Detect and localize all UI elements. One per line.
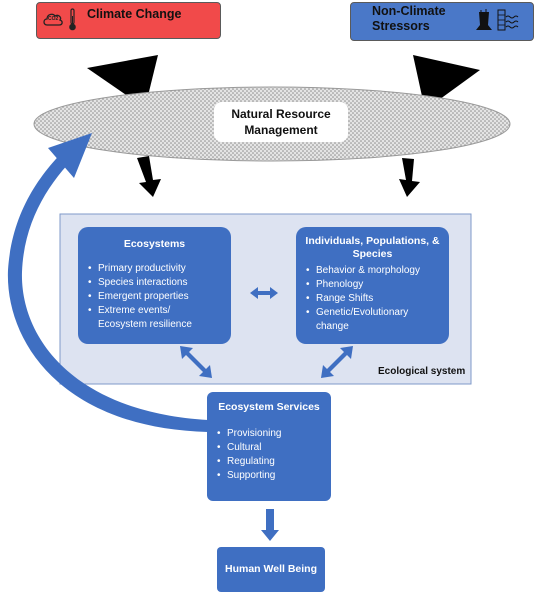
- ecosystem-services-panel: Ecosystem Services Provisioning Cultural…: [207, 392, 331, 501]
- climate-change-label: Climate Change: [87, 7, 182, 21]
- list-item: Range Shifts: [304, 292, 420, 306]
- management-line2: Management: [244, 123, 318, 137]
- ecosystems-list: Primary productivity Species interaction…: [86, 262, 192, 332]
- list-item: Supporting: [215, 469, 281, 483]
- individuals-populations-species-panel: Individuals, Populations, & Species Beha…: [296, 227, 449, 344]
- thermometer-icon: [68, 8, 77, 32]
- ecosystems-title: Ecosystems: [123, 238, 186, 250]
- list-item-continuation: Ecosystem resilience: [86, 318, 192, 332]
- right-down-arrow: [399, 158, 420, 197]
- human-well-being-box: Human Well Being: [217, 547, 325, 592]
- ecosystem-services-title: Ecosystem Services: [218, 401, 320, 413]
- list-item: Cultural: [215, 441, 281, 455]
- individuals-title-line2: Species: [352, 248, 393, 260]
- management-line1: Natural Resource: [231, 107, 331, 121]
- list-item-continuation-text: change: [316, 321, 349, 332]
- ecological-system-label: Ecological system: [378, 366, 466, 377]
- human-well-being-label: Human Well Being: [225, 563, 317, 575]
- cloud-co2-icon: CO2: [42, 10, 64, 28]
- list-item: Phenology: [304, 278, 420, 292]
- climate-change-box: CO2 Climate Change: [36, 2, 221, 39]
- left-down-arrow: [137, 156, 161, 197]
- services-to-wellbeing-arrow: [261, 509, 279, 541]
- list-item: Primary productivity: [86, 262, 192, 276]
- ecosystems-services-double-arrow: [180, 346, 212, 378]
- list-item: Behavior & morphology: [304, 264, 420, 278]
- ecosystem-services-list: Provisioning Cultural Regulating Support…: [215, 427, 281, 483]
- list-item-continuation: change: [304, 320, 420, 334]
- ecosystems-panel: Ecosystems Primary productivity Species …: [78, 227, 231, 344]
- individuals-services-double-arrow: [321, 346, 353, 378]
- tree-stump-icon: [475, 9, 493, 31]
- list-item-continuation-text: Ecosystem resilience: [98, 319, 192, 330]
- list-item: Species interactions: [86, 276, 192, 290]
- natural-resource-management-label: Natural Resource Management: [214, 102, 348, 142]
- co2-icon-text: CO2: [48, 16, 59, 22]
- list-item: Provisioning: [215, 427, 281, 441]
- ecosystems-individuals-double-arrow: [250, 287, 278, 299]
- non-climate-stressors-box: Non-Climate Stressors: [350, 2, 534, 41]
- feedback-arc-arrowhead: [48, 133, 92, 178]
- individuals-list: Behavior & morphology Phenology Range Sh…: [304, 264, 420, 334]
- non-climate-stressors-label: Non-Climate Stressors: [372, 4, 446, 34]
- list-item: Regulating: [215, 455, 281, 469]
- individuals-title-line1: Individuals, Populations, &: [305, 235, 440, 247]
- list-item: Genetic/Evolutionary: [304, 306, 420, 320]
- list-item: Extreme events/: [86, 304, 192, 318]
- individuals-title: Individuals, Populations, & Species: [296, 235, 449, 261]
- dam-icon: [497, 9, 519, 31]
- non-climate-label-line1: Non-Climate: [372, 4, 446, 18]
- list-item: Emergent properties: [86, 290, 192, 304]
- non-climate-label-line2: Stressors: [372, 19, 430, 33]
